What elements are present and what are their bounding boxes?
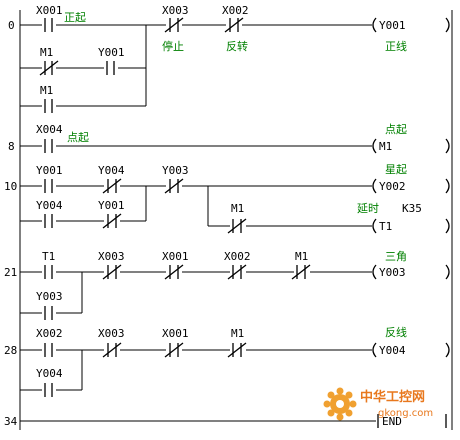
contact-m1-no bbox=[44, 99, 53, 113]
coil-annotation: 正线 bbox=[385, 39, 407, 53]
coil-annotation: 反线 bbox=[385, 325, 407, 339]
contact-x001-nc bbox=[164, 264, 184, 280]
coil-label: M1 bbox=[379, 140, 392, 153]
watermark-url: gkong.com bbox=[378, 408, 433, 419]
coil-m1: M1 bbox=[372, 138, 450, 154]
timer-annotation: 延时 bbox=[357, 202, 379, 215]
contact-y004-nc bbox=[102, 178, 122, 194]
step-number: 21 bbox=[4, 266, 17, 279]
contact-annotation: 点起 bbox=[67, 131, 89, 144]
contact-label: X002 bbox=[224, 250, 251, 263]
coil-annotation: 点起 bbox=[385, 123, 407, 136]
gear-logo-icon bbox=[323, 387, 357, 421]
contact-y001-no bbox=[106, 61, 115, 75]
contact-label: Y003 bbox=[162, 164, 189, 177]
contact-label: X004 bbox=[36, 123, 63, 136]
contact-x002-nc bbox=[224, 17, 244, 33]
contact-x002-no bbox=[44, 343, 53, 357]
contact-label: Y004 bbox=[98, 164, 125, 177]
contact-annotation: 正起 bbox=[64, 11, 86, 24]
contact-annotation: 反转 bbox=[226, 39, 248, 53]
coil-label: Y003 bbox=[379, 266, 406, 279]
coil-y002: Y002 bbox=[372, 178, 450, 194]
step-number: 8 bbox=[8, 140, 15, 153]
watermark-brand: 中华工控网 bbox=[360, 389, 425, 405]
contact-x001-nc bbox=[164, 342, 184, 358]
coil-label: Y002 bbox=[379, 180, 406, 193]
contact-y003-no bbox=[44, 306, 53, 320]
coil-y004: Y004 bbox=[372, 342, 450, 358]
contact-x002-nc bbox=[227, 264, 247, 280]
contact-x003-nc bbox=[102, 342, 122, 358]
contact-label: Y001 bbox=[36, 164, 63, 177]
step-number: 10 bbox=[4, 180, 17, 193]
timer-setpoint: K35 bbox=[402, 202, 422, 215]
contact-label: X001 bbox=[36, 4, 63, 17]
watermark: 中华工控网 gkong.com bbox=[323, 387, 433, 421]
contact-label: X003 bbox=[98, 327, 125, 340]
rung-0: 0 X001 正起 X003 停止 X002 反转 bbox=[8, 4, 450, 113]
contact-label: M1 bbox=[231, 202, 244, 215]
contact-label: X003 bbox=[162, 4, 189, 17]
coil-label: Y001 bbox=[379, 19, 406, 32]
contact-m1-nc bbox=[227, 342, 247, 358]
coil-annotation: 三角 bbox=[385, 250, 407, 263]
contact-label: Y001 bbox=[98, 199, 125, 212]
coil-label: Y004 bbox=[379, 344, 406, 357]
contact-y001-nc bbox=[102, 213, 122, 229]
contact-y004-no bbox=[44, 383, 53, 397]
contact-label: M1 bbox=[40, 84, 53, 97]
contact-label: X001 bbox=[162, 327, 189, 340]
rung-21: 21 T1 X003 X001 X002 bbox=[4, 250, 450, 320]
step-number: 34 bbox=[4, 415, 18, 428]
rung-28: 28 X002 X003 X001 M1 bbox=[4, 325, 450, 397]
coil-label: T1 bbox=[379, 220, 392, 233]
contact-label: M1 bbox=[40, 46, 53, 59]
contact-y001-no bbox=[44, 179, 53, 193]
contact-label: X002 bbox=[222, 4, 249, 17]
contact-x004-no bbox=[44, 139, 53, 153]
contact-t1-no bbox=[44, 265, 53, 279]
end-instruction: END bbox=[382, 415, 402, 428]
contact-m1-nc bbox=[291, 264, 311, 280]
rung-8: 8 X004 点起 M1 点起 bbox=[8, 123, 450, 154]
contact-label: X003 bbox=[98, 250, 125, 263]
contact-m1-nc bbox=[39, 60, 59, 76]
coil-annotation: 星起 bbox=[385, 163, 407, 176]
contact-annotation: 停止 bbox=[162, 39, 184, 53]
contact-m1-nc bbox=[227, 218, 247, 234]
coil-y003: Y003 bbox=[372, 264, 450, 280]
step-number: 28 bbox=[4, 344, 17, 357]
coil-y001: Y001 bbox=[372, 17, 450, 33]
step-number: 0 bbox=[8, 19, 15, 32]
contact-x001-no bbox=[44, 18, 53, 32]
contact-label: Y004 bbox=[36, 199, 63, 212]
contact-label: M1 bbox=[231, 327, 244, 340]
rung-34: 34 END bbox=[4, 414, 447, 428]
rung-10: 10 Y001 Y004 Y003 Y002 星起 bbox=[4, 163, 450, 234]
coil-t1: T1 bbox=[372, 218, 450, 234]
contact-label: Y004 bbox=[36, 367, 63, 380]
contact-label: T1 bbox=[42, 250, 55, 263]
contact-label: Y003 bbox=[36, 290, 63, 303]
contact-label: X002 bbox=[36, 327, 63, 340]
contact-x003-nc bbox=[102, 264, 122, 280]
contact-label: X001 bbox=[162, 250, 189, 263]
contact-x003-nc bbox=[164, 17, 184, 33]
contact-y003-nc bbox=[164, 178, 184, 194]
contact-label: M1 bbox=[295, 250, 308, 263]
contact-label: Y001 bbox=[98, 46, 125, 59]
contact-y004-no bbox=[44, 214, 53, 228]
